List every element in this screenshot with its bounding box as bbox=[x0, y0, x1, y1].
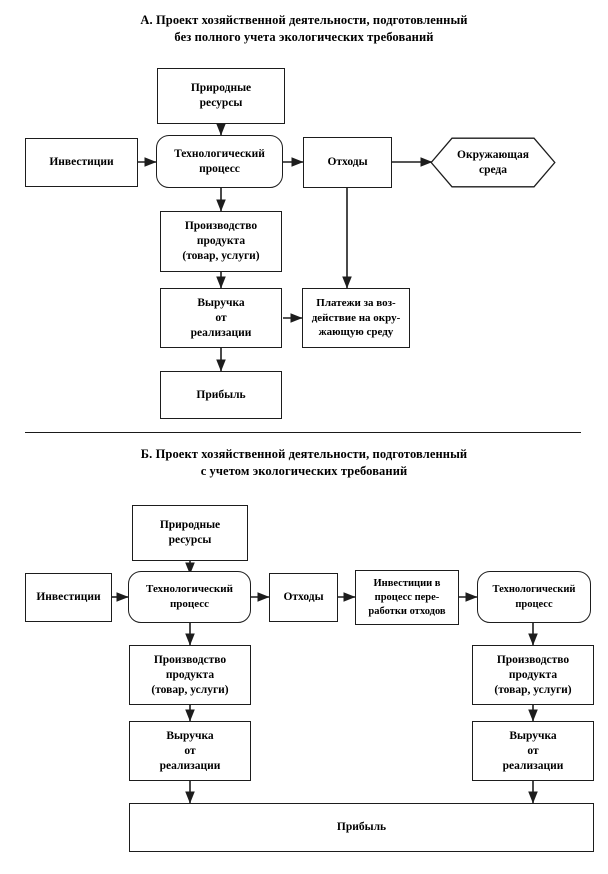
node-label: Прибыль bbox=[336, 821, 387, 833]
node-payments-a[interactable]: Платежи за воз- действие на окру- жающую… bbox=[302, 288, 410, 348]
node-label: Производство продукта (товар, услуги) bbox=[494, 653, 572, 696]
section-b-title-line1: Б. Проект хозяйственной деятельности, по… bbox=[140, 447, 468, 461]
node-production-2-b[interactable]: Производство продукта (товар, услуги) bbox=[472, 645, 594, 705]
node-label: Выручка от реализации bbox=[159, 729, 221, 772]
node-label: Отходы bbox=[327, 156, 368, 168]
node-label: Выручка от реализации bbox=[502, 729, 564, 772]
node-label: Инвестиции в процесс пере- работки отход… bbox=[368, 577, 446, 617]
section-b-title: Б. Проект хозяйственной деятельности, по… bbox=[0, 446, 608, 480]
node-investments-b[interactable]: Инвестиции bbox=[25, 573, 112, 622]
node-profit-a[interactable]: Прибыль bbox=[160, 371, 282, 419]
section-a-title-line1: А. Проект хозяйственной деятельности, по… bbox=[140, 13, 468, 27]
node-waste-b[interactable]: Отходы bbox=[269, 573, 338, 622]
node-label: Производство продукта (товар, услуги) bbox=[182, 220, 260, 262]
node-production-a[interactable]: Производство продукта (товар, услуги) bbox=[160, 211, 282, 272]
node-revenue-1-b[interactable]: Выручка от реализации bbox=[129, 721, 251, 781]
node-label: Технологический процесс bbox=[174, 147, 265, 175]
node-label: Производство продукта (товар, услуги) bbox=[151, 653, 229, 696]
node-label: Платежи за воз- действие на окру- жающую… bbox=[311, 297, 401, 339]
node-label: Инвестиции bbox=[49, 156, 114, 168]
node-investments-a[interactable]: Инвестиции bbox=[25, 138, 138, 187]
node-revenue-a[interactable]: Выручка от реализации bbox=[160, 288, 282, 348]
node-environment-a[interactable]: Окружающая среда bbox=[430, 137, 556, 188]
node-label: Прибыль bbox=[196, 388, 246, 401]
section-a-title-line2: без полного учета экологических требован… bbox=[174, 30, 434, 44]
node-revenue-2-b[interactable]: Выручка от реализации bbox=[472, 721, 594, 781]
section-a-title: А. Проект хозяйственной деятельности, по… bbox=[0, 12, 608, 46]
node-tech-process-2-b[interactable]: Технологический процесс bbox=[477, 571, 591, 623]
node-tech-process-a[interactable]: Технологический процесс bbox=[156, 135, 283, 188]
node-production-1-b[interactable]: Производство продукта (товар, услуги) bbox=[129, 645, 251, 705]
node-natural-resources-a[interactable]: Природные ресурсы bbox=[157, 68, 285, 124]
node-label: Природные ресурсы bbox=[159, 519, 221, 546]
node-profit-b[interactable]: Прибыль bbox=[129, 803, 594, 852]
node-waste-investments-b[interactable]: Инвестиции в процесс пере- работки отход… bbox=[355, 570, 459, 625]
node-natural-resources-b[interactable]: Природные ресурсы bbox=[132, 505, 248, 561]
node-tech-process-1-b[interactable]: Технологический процесс bbox=[128, 571, 251, 623]
node-label: Технологический процесс bbox=[492, 584, 576, 610]
node-label: Выручка от реализации bbox=[190, 296, 252, 339]
hexagon-shape bbox=[430, 137, 556, 188]
node-label: Окружающая среда bbox=[457, 148, 529, 176]
section-b-title-line2: с учетом экологических требований bbox=[200, 464, 408, 478]
node-label: Природные ресурсы bbox=[190, 82, 252, 109]
node-label: Отходы bbox=[283, 591, 324, 603]
node-label: Инвестиции bbox=[36, 591, 101, 603]
node-label: Технологический процесс bbox=[146, 583, 233, 610]
section-divider bbox=[25, 432, 581, 433]
node-waste-a[interactable]: Отходы bbox=[303, 137, 392, 188]
